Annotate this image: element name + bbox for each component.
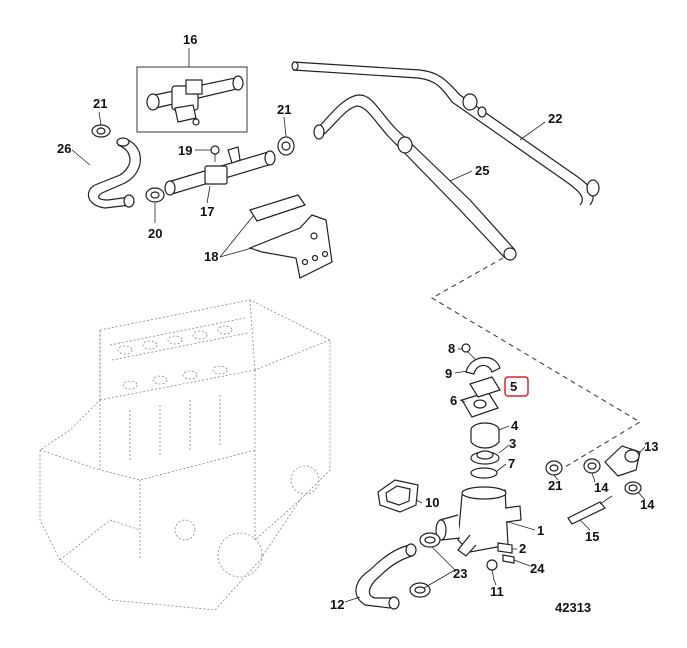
part-4-housing [470, 422, 500, 449]
part-8-screw [461, 343, 477, 361]
part-21-clamp-lower [545, 460, 563, 476]
part-19-screw [210, 145, 220, 162]
callout-14-lower: 14 [640, 497, 655, 512]
callout-4: 4 [511, 418, 519, 433]
callout-20: 20 [148, 226, 162, 241]
part-21-clamp-right [277, 136, 295, 156]
figure-id: 42313 [555, 600, 591, 615]
callout-24: 24 [530, 561, 545, 576]
callout-13: 13 [644, 439, 658, 454]
part-14-clamp-lower [624, 481, 642, 495]
part-25-hose [313, 94, 517, 261]
part-13-elbow [604, 445, 641, 477]
callout-1: 1 [537, 523, 544, 538]
part-26-hose [87, 137, 141, 209]
callout-10: 10 [425, 495, 439, 510]
callout-19: 19 [178, 143, 192, 158]
part-2-fitting [497, 542, 513, 554]
callout-26: 26 [57, 141, 71, 156]
callout-8: 8 [448, 341, 455, 356]
part-22-hose [291, 61, 600, 206]
part-14-clamp-upper [583, 458, 601, 474]
callout-labels: 16 21 26 21 19 17 20 18 22 25 8 9 6 5 4 … [57, 32, 658, 612]
callout-2: 2 [519, 541, 526, 556]
callout-7: 7 [508, 456, 515, 471]
callout-25: 25 [475, 163, 489, 178]
coolant-routing-line [431, 257, 641, 471]
callout-12: 12 [330, 597, 344, 612]
callout-21-top-left: 21 [93, 96, 107, 111]
part-5-cover [469, 376, 501, 398]
callout-23: 23 [453, 566, 467, 581]
callout-14-upper: 14 [594, 480, 609, 495]
part-23-clamps [409, 532, 441, 598]
callout-22: 22 [548, 111, 562, 126]
part-12-hose [355, 543, 417, 610]
part-18-gasket-bracket [248, 194, 333, 279]
part-9-clamp [465, 357, 501, 375]
part-15-sender [567, 495, 613, 525]
callout-5: 5 [510, 379, 517, 394]
part-16-assembly [136, 66, 248, 133]
callout-16: 16 [183, 32, 197, 47]
part-20-clamp [145, 187, 165, 203]
callout-18: 18 [204, 249, 218, 264]
engine-block [39, 299, 331, 611]
callout-21-top-right: 21 [277, 102, 291, 117]
part-10-gasket [377, 479, 419, 513]
callout-21-lower: 21 [548, 478, 562, 493]
part-11-sensor [486, 559, 498, 581]
callout-3: 3 [509, 436, 516, 451]
part-1-thermostat-housing [435, 486, 522, 557]
part-17-tube [164, 146, 276, 196]
leader-lines [71, 48, 646, 603]
part-21-clamp-left [91, 124, 111, 138]
part-3-thermostat [470, 450, 500, 465]
part-7-o-ring [470, 467, 498, 479]
callout-9: 9 [445, 366, 452, 381]
callout-11: 11 [490, 584, 504, 599]
callout-6: 6 [450, 393, 457, 408]
highlight-box [504, 376, 529, 397]
part-24-fitting [502, 554, 515, 564]
callout-15: 15 [585, 529, 599, 544]
callout-17: 17 [200, 204, 214, 219]
